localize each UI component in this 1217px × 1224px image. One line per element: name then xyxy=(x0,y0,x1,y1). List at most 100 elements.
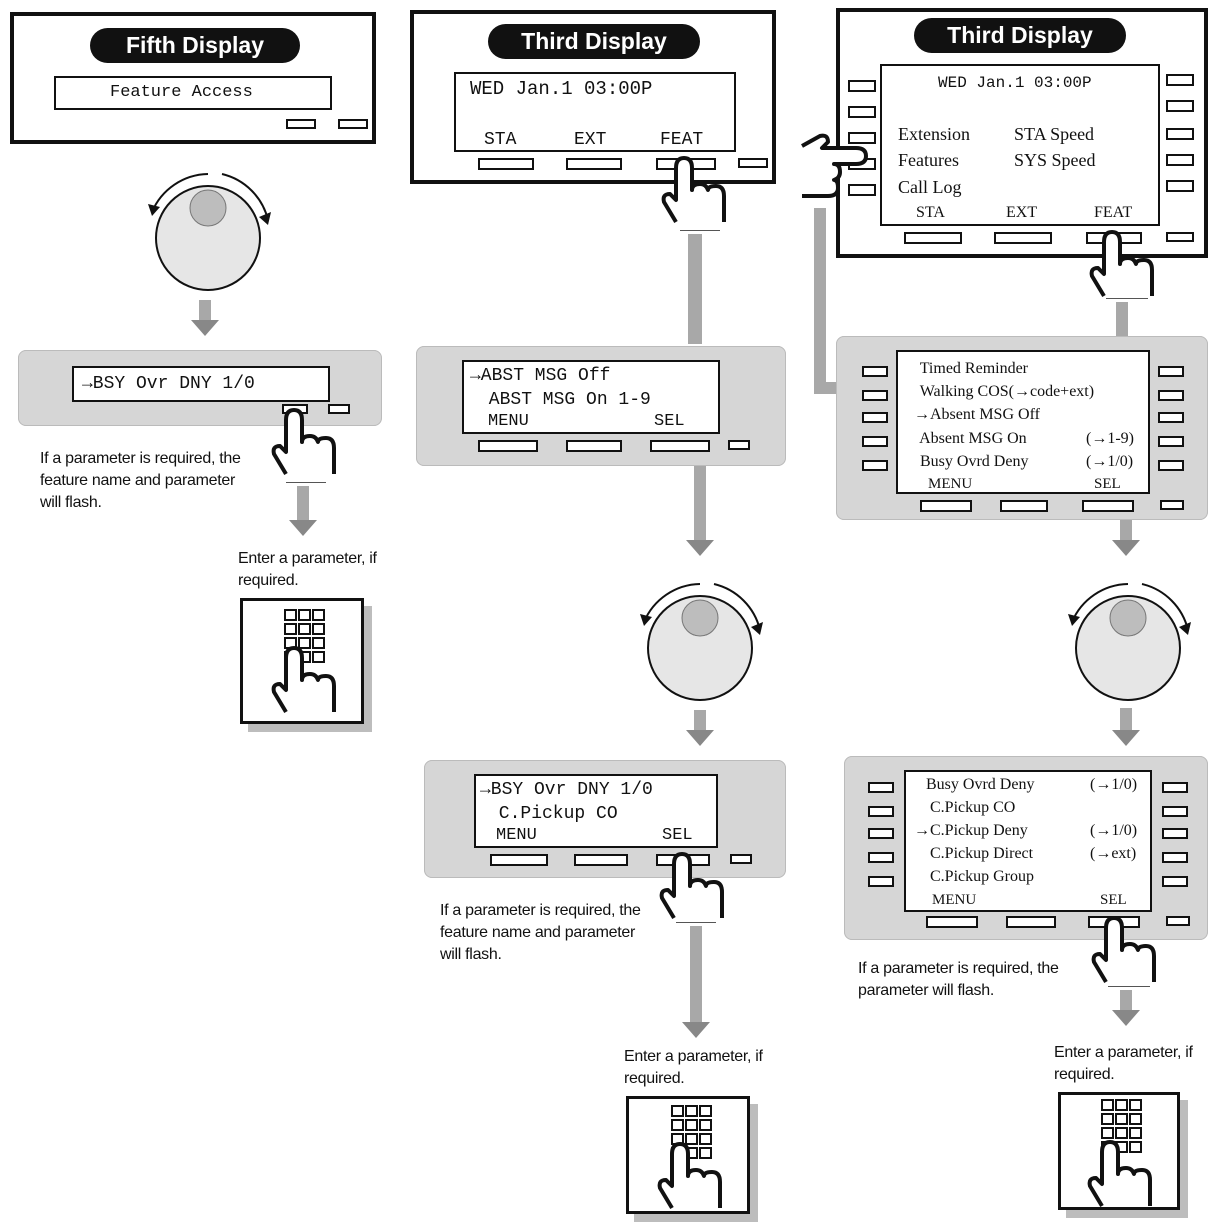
side-key[interactable] xyxy=(1158,366,1184,377)
softkey-label-ext: EXT xyxy=(574,130,607,150)
side-key[interactable] xyxy=(848,132,876,144)
softkey[interactable] xyxy=(1166,916,1190,926)
pointing-hand-icon xyxy=(661,156,726,224)
side-key[interactable] xyxy=(1158,412,1184,423)
arrow-head-icon xyxy=(191,320,219,336)
hand-underline xyxy=(286,482,326,483)
arrow-head-icon xyxy=(686,730,714,746)
side-key[interactable] xyxy=(862,436,888,447)
softkey[interactable] xyxy=(328,404,350,414)
feature-list-item[interactable]: C.Pickup Group xyxy=(926,868,1034,885)
side-key[interactable] xyxy=(1166,100,1194,112)
hand-underline xyxy=(1108,986,1150,987)
flow-arrow xyxy=(1116,302,1128,338)
softkey[interactable] xyxy=(1160,500,1184,510)
side-key[interactable] xyxy=(1162,852,1188,863)
keypad-icon[interactable] xyxy=(1100,1098,1144,1158)
side-key[interactable] xyxy=(862,412,888,423)
jog-dial-icon[interactable] xyxy=(630,570,770,710)
lcd-screen: →BSY Ovr DNY 1/0 xyxy=(72,366,330,402)
feature-list-item[interactable]: Absent MSG On xyxy=(916,430,1027,447)
softkey[interactable] xyxy=(738,158,768,168)
menu-item-call-log[interactable]: Call Log xyxy=(898,177,962,197)
jog-dial-icon[interactable] xyxy=(1058,570,1198,710)
pointing-hand-icon xyxy=(271,646,336,714)
pointing-hand-right-icon xyxy=(801,133,868,198)
feature-list-item[interactable]: C.Pickup Direct xyxy=(926,845,1034,862)
side-key[interactable] xyxy=(868,806,894,817)
softkey[interactable] xyxy=(650,440,710,452)
jog-dial-icon[interactable] xyxy=(138,160,278,300)
softkey[interactable] xyxy=(566,440,622,452)
feature-list-screen xyxy=(896,350,1150,494)
feature-list-item[interactable]: C.Pickup CO xyxy=(926,799,1016,816)
softkey[interactable] xyxy=(286,119,316,129)
softkey[interactable] xyxy=(338,119,368,129)
pointing-hand-icon xyxy=(659,852,724,920)
softkey-sta[interactable] xyxy=(904,232,962,244)
softkey[interactable] xyxy=(1000,500,1048,512)
feature-list-item[interactable]: Walking COS(→code+ext) xyxy=(916,383,1095,400)
softkey-ext[interactable] xyxy=(566,158,622,170)
side-key[interactable] xyxy=(1162,828,1188,839)
softkey-ext[interactable] xyxy=(994,232,1052,244)
arrow-head-icon xyxy=(1112,1010,1140,1026)
side-key[interactable] xyxy=(862,366,888,377)
side-key[interactable] xyxy=(848,80,876,92)
side-key[interactable] xyxy=(868,828,894,839)
softkey-label-ext: EXT xyxy=(1006,204,1038,221)
lcd-line: →BSY Ovr DNY 1/0 xyxy=(82,374,255,394)
parameter-note: If a parameter is required, the feature … xyxy=(40,450,241,511)
side-key[interactable] xyxy=(848,184,876,196)
lcd-sel-label: SEL xyxy=(654,412,685,431)
feature-list-item-selected[interactable]: →Absent MSG Off xyxy=(914,406,1040,423)
softkey[interactable] xyxy=(490,854,548,866)
feature-list-param: (→1/0) xyxy=(1090,822,1138,839)
side-key[interactable] xyxy=(1166,154,1194,166)
side-key[interactable] xyxy=(1158,436,1184,447)
softkey[interactable] xyxy=(478,440,538,452)
side-key[interactable] xyxy=(1162,876,1188,887)
pointing-hand-icon xyxy=(1089,230,1154,298)
side-key[interactable] xyxy=(868,876,894,887)
side-key[interactable] xyxy=(1162,782,1188,793)
menu-item-features[interactable]: Features xyxy=(898,150,959,170)
side-key[interactable] xyxy=(1162,806,1188,817)
side-key[interactable] xyxy=(862,460,888,471)
softkey-label-sta: STA xyxy=(484,130,517,150)
softkey[interactable] xyxy=(1006,916,1056,928)
side-key[interactable] xyxy=(862,390,888,401)
feature-list-item[interactable]: Busy Ovrd Deny xyxy=(922,776,1035,793)
feature-list-item[interactable]: Busy Ovrd Deny xyxy=(916,453,1029,470)
feature-list-screen xyxy=(904,770,1152,912)
menu-item-extension[interactable]: Extension xyxy=(898,124,970,144)
side-key[interactable] xyxy=(868,852,894,863)
softkey[interactable] xyxy=(920,500,972,512)
menu-item-sta-speed[interactable]: STA Speed xyxy=(1014,124,1095,144)
feature-list-item-selected[interactable]: →C.Pickup Deny xyxy=(914,822,1028,839)
softkey[interactable] xyxy=(730,854,752,864)
softkey[interactable] xyxy=(574,854,628,866)
lcd-sel-label: SEL xyxy=(662,826,693,845)
arrow-head-icon xyxy=(1112,540,1140,556)
softkey-sta[interactable] xyxy=(478,158,534,170)
side-key[interactable] xyxy=(1158,460,1184,471)
softkey[interactable] xyxy=(1082,500,1134,512)
menu-item-sys-speed[interactable]: SYS Speed xyxy=(1014,150,1096,170)
flow-arrow xyxy=(694,710,706,732)
enter-parameter-note: Enter a parameter, if required. xyxy=(624,1048,763,1087)
softkey[interactable] xyxy=(728,440,750,450)
side-key[interactable] xyxy=(1166,128,1194,140)
side-key[interactable] xyxy=(848,106,876,118)
arrow-head-icon xyxy=(289,520,317,536)
softkey[interactable] xyxy=(926,916,978,928)
keypad-icon[interactable] xyxy=(283,608,327,668)
side-key[interactable] xyxy=(1158,390,1184,401)
side-key[interactable] xyxy=(1166,180,1194,192)
flow-arrow xyxy=(814,208,826,390)
side-key[interactable] xyxy=(1166,74,1194,86)
hand-underline xyxy=(680,230,720,231)
side-key[interactable] xyxy=(868,782,894,793)
feature-list-item[interactable]: Timed Reminder xyxy=(916,360,1029,377)
softkey[interactable] xyxy=(1166,232,1194,242)
